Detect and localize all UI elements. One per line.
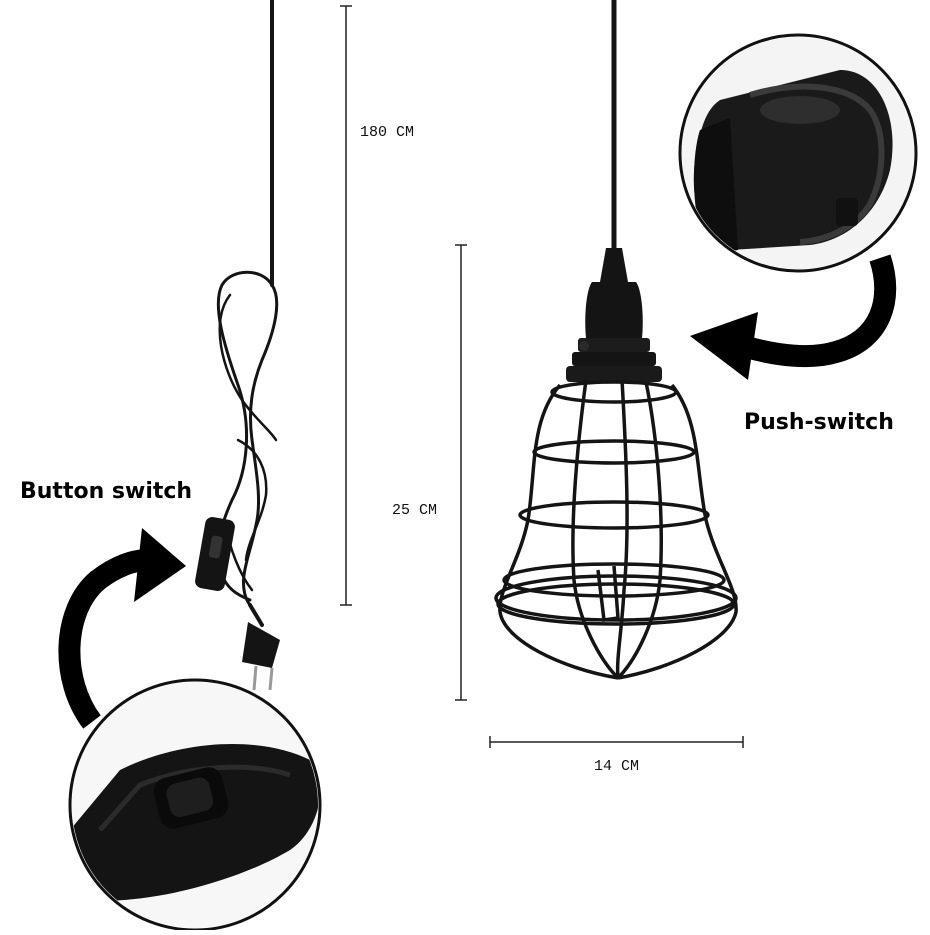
dimension-14cm	[489, 736, 744, 748]
curved-arrow-icon	[690, 254, 897, 380]
dimension-180cm	[340, 5, 352, 606]
button-switch-label: Button switch	[20, 479, 193, 504]
cage-height-label: 25 CM	[392, 502, 438, 519]
wire-cage	[494, 379, 738, 680]
cage-width-label: 14 CM	[594, 758, 640, 775]
push-switch-detail	[678, 33, 918, 273]
push-switch-label: Push-switch	[744, 410, 894, 435]
button-switch-detail	[68, 678, 322, 932]
curved-arrow-icon	[58, 528, 186, 729]
inline-switch	[195, 517, 235, 591]
cord-length-label: 180 CM	[360, 124, 415, 141]
plug	[242, 622, 280, 691]
dimension-25cm	[455, 244, 467, 701]
lamp-socket	[566, 248, 662, 382]
